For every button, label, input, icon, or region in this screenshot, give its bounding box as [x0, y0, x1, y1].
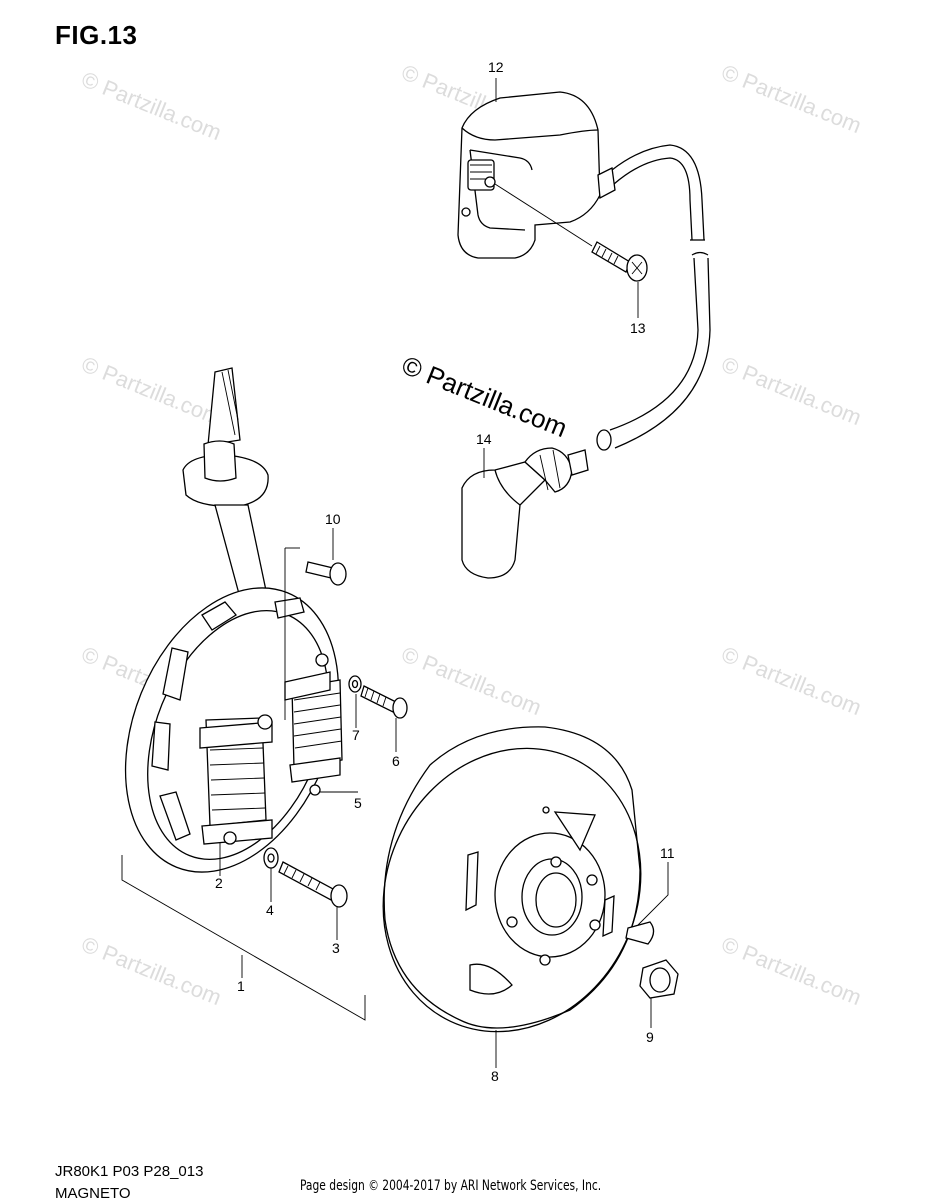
callout-4: 4 [266, 902, 274, 918]
callout-7: 7 [352, 727, 360, 743]
rotor-drawing [382, 726, 642, 1033]
watermark-7: © Partzilla.com [398, 641, 545, 720]
callout-3: 3 [332, 940, 340, 956]
callout-8: 8 [491, 1068, 499, 1084]
callout-2: 2 [215, 875, 223, 891]
callout-11: 11 [660, 845, 675, 861]
callout-1: 1 [237, 978, 245, 994]
page-footer: Page design © 2004-2017 by ARI Network S… [300, 1178, 602, 1194]
watermark-5: © Partzilla.com [718, 351, 865, 430]
callout-14: 14 [476, 431, 492, 447]
watermark-11: © Partzilla.com [718, 931, 865, 1010]
fasteners-drawing [263, 561, 408, 908]
figure-title: FIG.13 [55, 20, 138, 50]
callout-12: 12 [488, 59, 504, 75]
stator-assembly-drawing [121, 367, 366, 1021]
watermark-9: © Partzilla.com [78, 931, 225, 1010]
key-and-nut-drawing [625, 921, 679, 999]
callout-6: 6 [392, 753, 400, 769]
callout-9: 9 [646, 1029, 654, 1045]
diagram-code: JR80K1 P03 P28_013 [55, 1163, 204, 1180]
spark-plug-cap-drawing [461, 447, 589, 579]
callout-13: 13 [630, 320, 646, 336]
watermark-3: © Partzilla.com [718, 59, 865, 138]
watermark-1: © Partzilla.com [78, 66, 225, 145]
section-name: MAGNETO [55, 1185, 131, 1202]
watermark-8: © Partzilla.com [718, 641, 865, 720]
callout-5: 5 [354, 795, 362, 811]
ignition-coil-drawing [457, 91, 711, 451]
callout-10: 10 [325, 511, 341, 527]
leader-lines [219, 78, 669, 1068]
watermark-4: © Partzilla.com [78, 351, 225, 430]
watermark-main: © Partzilla.com [398, 350, 572, 443]
callout-labels: 12 13 14 10 7 6 5 2 4 3 1 8 9 11 [215, 59, 675, 1084]
